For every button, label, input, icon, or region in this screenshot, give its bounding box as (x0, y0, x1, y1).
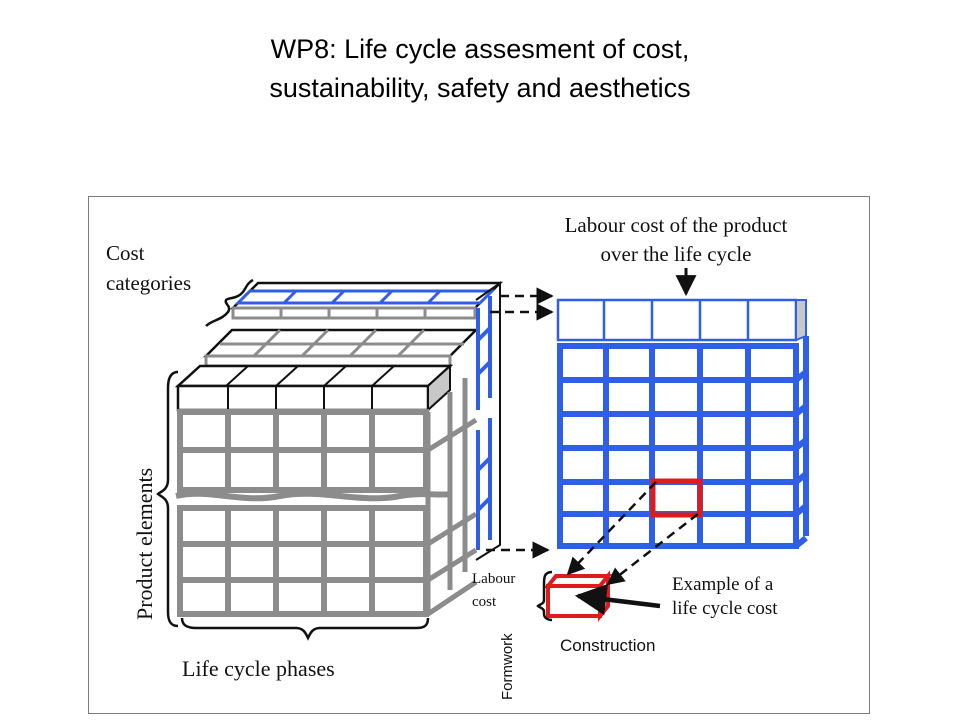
dashed-arrow-diagonal-2 (606, 513, 699, 586)
slide-title-line1: WP8: Life cycle assesment of cost, (270, 34, 690, 64)
highlighted-cell (650, 478, 703, 518)
example-red-cube (536, 570, 613, 622)
cube-top-slab-upper (229, 281, 504, 320)
labour-cost-grid (556, 298, 809, 549)
label-formwork: Formwork (499, 633, 516, 700)
cube-side-face (425, 281, 501, 617)
cube-front-face (175, 363, 453, 617)
label-labour-cost-line2: cost (472, 594, 497, 610)
dashed-arrow-diagonal-1 (566, 481, 657, 576)
slide-title: WP8: Life cycle assesment of cost, susta… (0, 30, 960, 108)
label-labour-cost-line1: Labour (472, 571, 515, 587)
label-example-line2: life cycle cost (672, 598, 778, 619)
slide-title-line2: sustainability, safety and aesthetics (269, 73, 691, 103)
cube-main-top (174, 364, 454, 388)
label-cost-categories-line1: Cost (106, 241, 145, 265)
solid-arrow-example (574, 583, 661, 616)
labour-grid-top-row (556, 298, 807, 342)
brace-cost-categories (205, 278, 254, 327)
cube-top-slab-middle (202, 328, 480, 368)
brace-life-cycle-phases (180, 617, 430, 641)
label-cost-categories-line2: categories (106, 271, 191, 295)
label-life-cycle-phases: Life cycle phases (182, 656, 335, 681)
label-product-elements: Product elements (132, 468, 157, 620)
cube-left (156, 278, 504, 641)
label-labour-cost-product-line2: over the life cycle (601, 242, 752, 266)
label-labour-cost-product-line1: Labour cost of the product (565, 213, 788, 237)
arrows (486, 268, 699, 616)
label-construction: Construction (560, 636, 655, 655)
label-example-line1: Example of a (672, 574, 774, 595)
labour-grid-cells (557, 336, 809, 549)
diagram-labels: Cost categories Product elements Life cy… (106, 213, 788, 700)
brace-product-elements (156, 370, 179, 628)
